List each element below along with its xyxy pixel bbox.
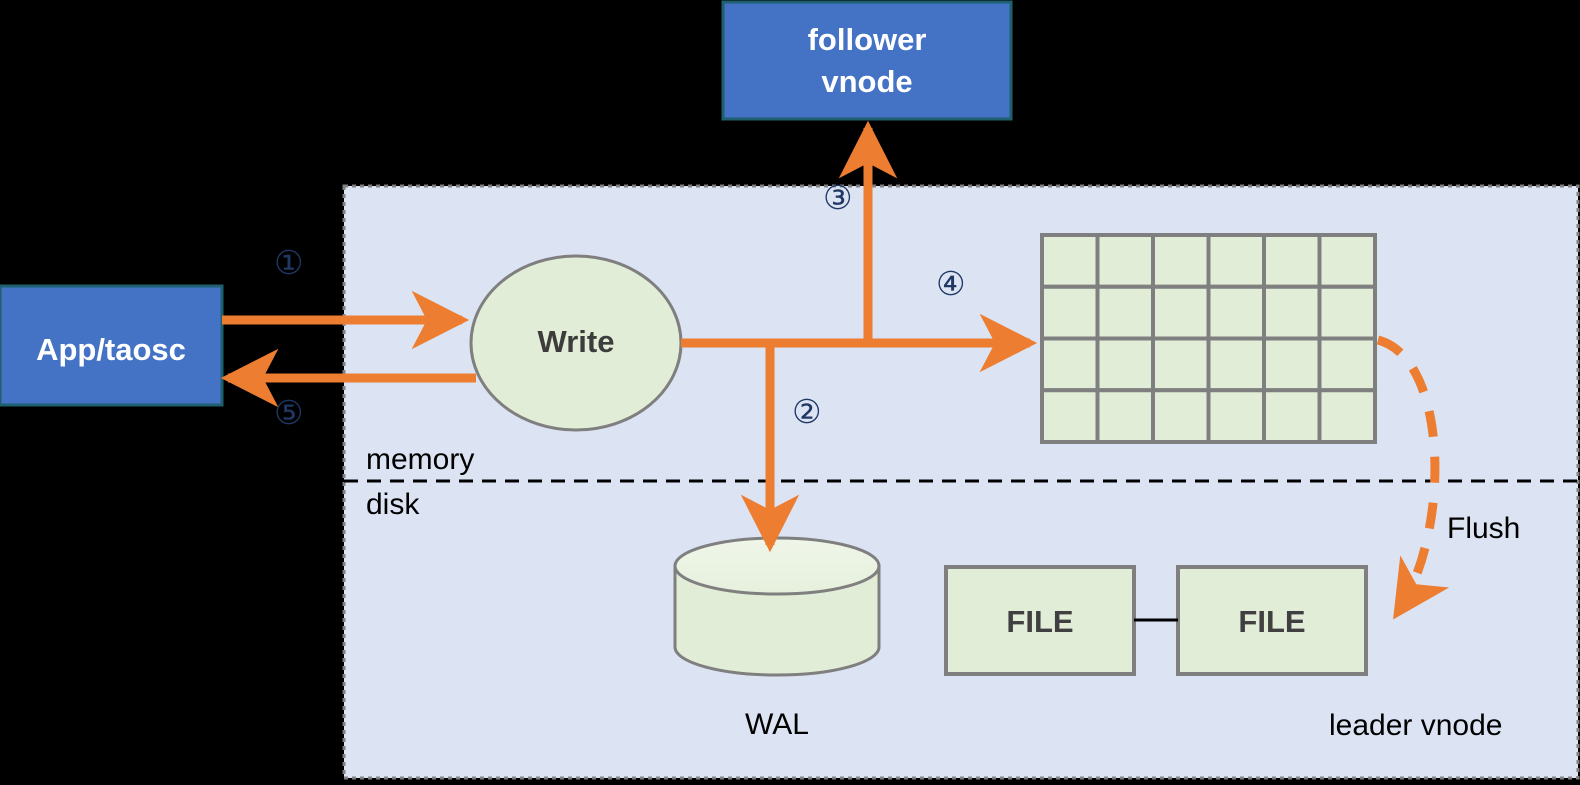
file-box-1 — [944, 565, 1136, 676]
file-box-2 — [1176, 565, 1368, 676]
memory-table-grid — [1040, 233, 1377, 444]
write-node-ellipse — [469, 254, 683, 432]
app-taosc-box — [0, 284, 224, 407]
wal-cylinder — [673, 536, 881, 677]
follower-vnode-box — [721, 0, 1013, 121]
